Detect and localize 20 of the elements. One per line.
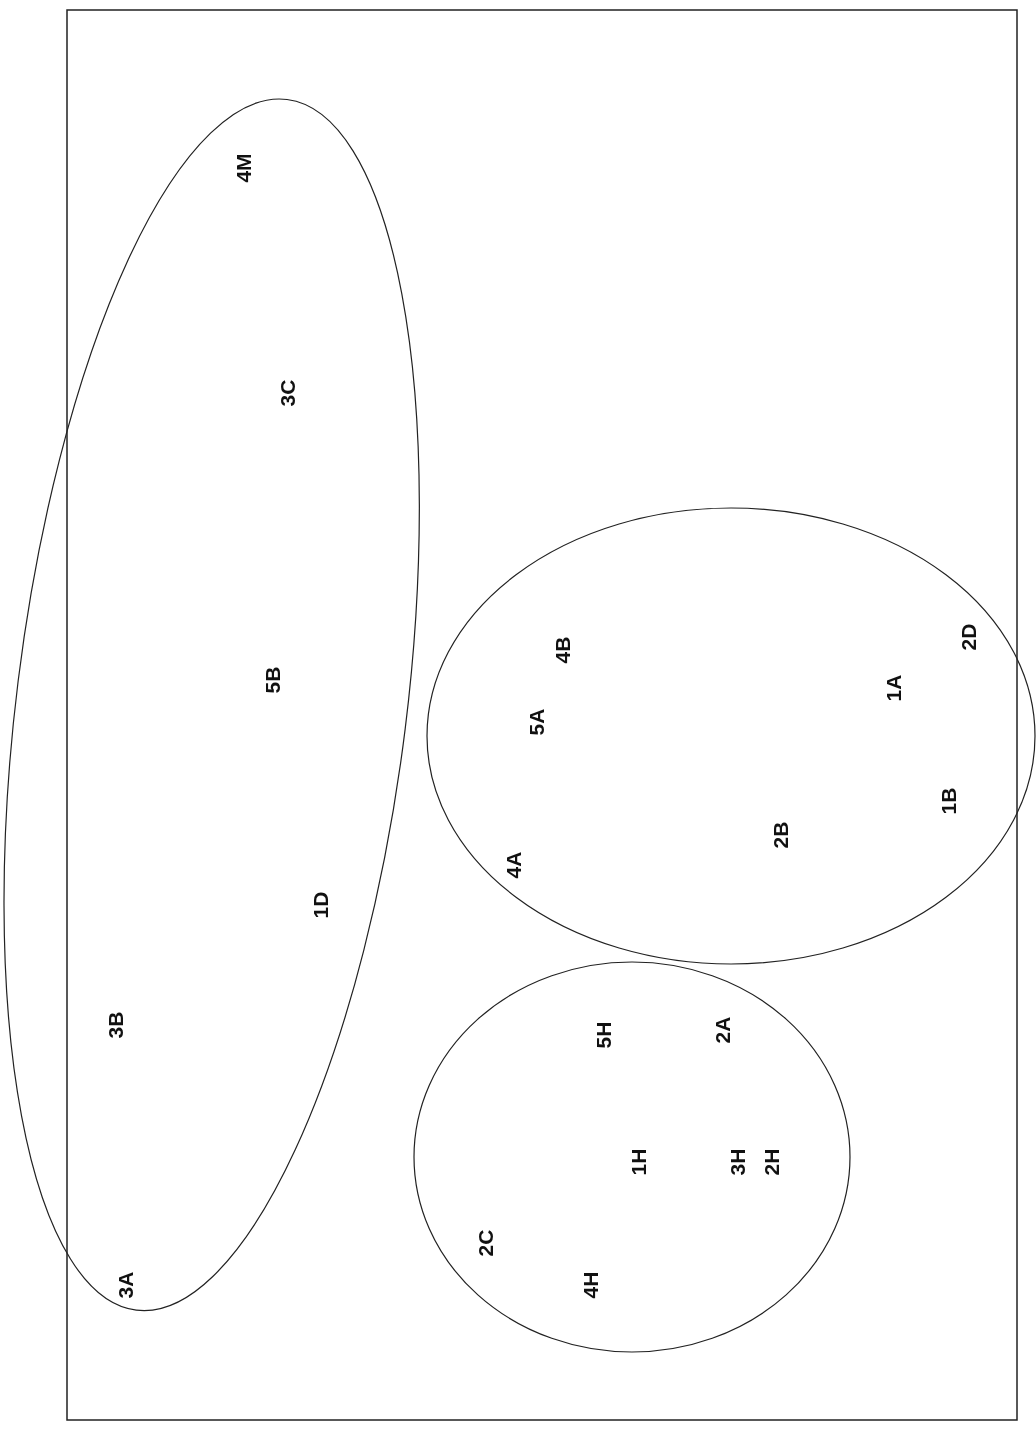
sample-label: 1H (627, 1148, 649, 1176)
sample-label: 2D (957, 623, 979, 651)
sample-label: 5B (261, 666, 283, 694)
sample-label: 5H (592, 1021, 614, 1049)
sample-label: 2H (760, 1148, 782, 1176)
sample-label: 3C (276, 379, 298, 407)
sample-label: 3H (726, 1148, 748, 1176)
sample-label: 4H (579, 1271, 601, 1299)
sample-label: 3B (104, 1011, 126, 1039)
sample-label: 2C (474, 1229, 496, 1257)
sample-label: 1B (937, 787, 959, 815)
sample-label: 5A (525, 708, 547, 736)
sample-label: 4M (232, 153, 254, 183)
sample-label: 4B (551, 636, 573, 664)
sample-label: 1A (882, 674, 904, 702)
sample-label: 2B (769, 821, 791, 849)
sample-label: 3A (114, 1271, 136, 1299)
sample-label: 4A (502, 851, 524, 879)
sample-label: 2A (711, 1016, 733, 1044)
sample-label: 1D (309, 891, 331, 919)
